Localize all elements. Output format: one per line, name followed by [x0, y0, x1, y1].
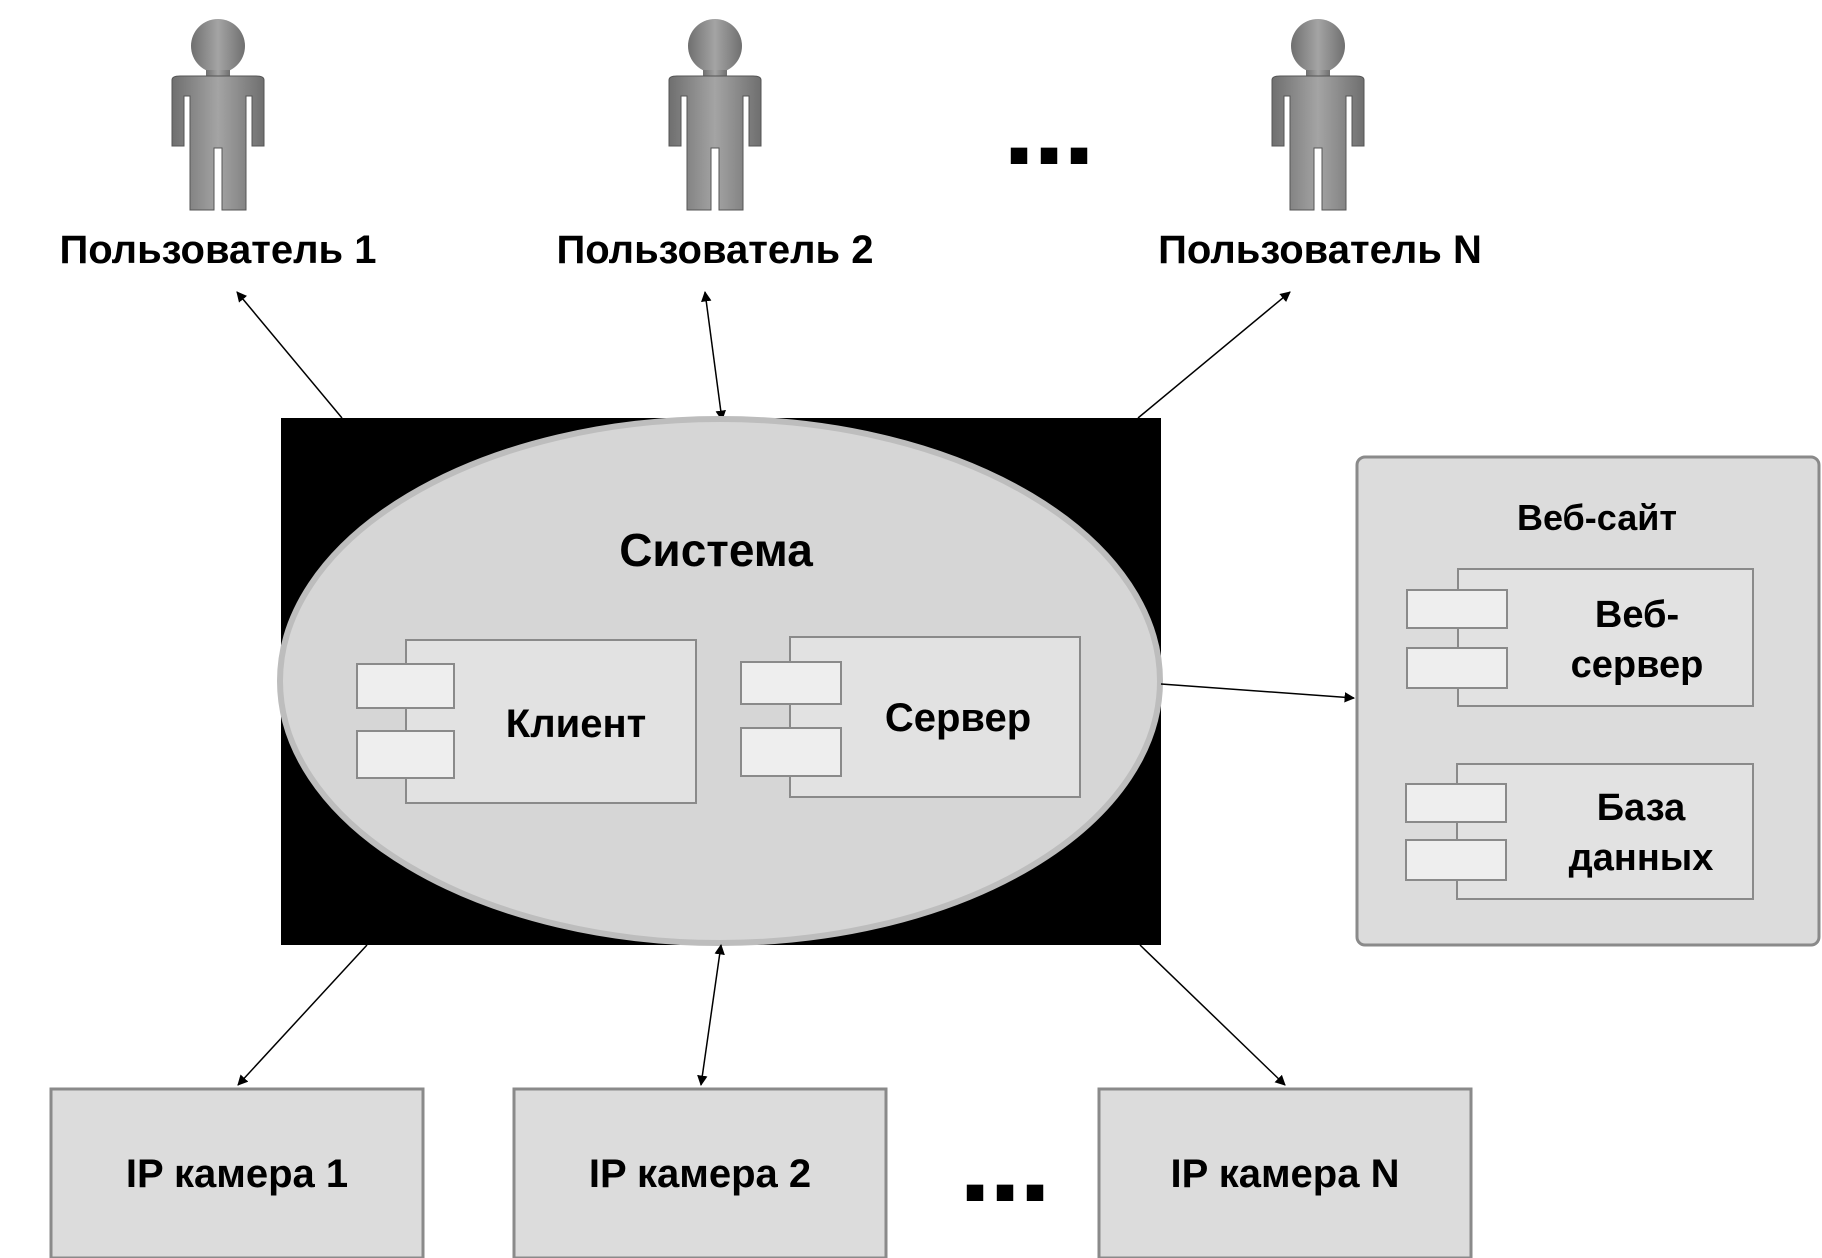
- component-icon: [1405, 839, 1507, 881]
- user-icon: [171, 18, 265, 211]
- web-server-label-line-1: Веб-: [1595, 594, 1679, 636]
- user-n-label: Пользователь N: [1158, 228, 1482, 272]
- user-n: Пользователь N: [1158, 18, 1482, 272]
- component-icon: [356, 730, 455, 779]
- cameras-ellipsis: ■ ■ ■: [965, 1173, 1046, 1211]
- server-label: Сервер: [885, 696, 1031, 740]
- user-2-label: Пользователь 2: [556, 228, 873, 272]
- arrow-system-camera-1: [237, 944, 368, 1086]
- client-label: Клиент: [506, 702, 646, 746]
- database-label-line-1: База: [1597, 787, 1686, 829]
- component-icon: [740, 727, 842, 777]
- arrow-system-camera-2: [697, 943, 725, 1087]
- system-block: Система Клиент Сервер: [277, 416, 1163, 946]
- component-icon: [740, 661, 842, 705]
- arrow-system-user-1: [236, 291, 343, 419]
- arrow-system-user-2: [701, 290, 726, 422]
- website-title: Веб-сайт: [1517, 497, 1677, 538]
- arrow-system-website: [1160, 683, 1356, 703]
- camera-2-label: IP камера 2: [589, 1152, 811, 1196]
- server-component: Сервер: [740, 636, 1081, 798]
- user-icon: [668, 18, 762, 211]
- system-ellipse: [277, 416, 1163, 946]
- user-1-label: Пользователь 1: [59, 228, 376, 272]
- database-label-line-2: данных: [1569, 837, 1714, 879]
- component-icon: [1406, 589, 1508, 629]
- website-block: Веб-сайт Веб- сервер База данных: [1355, 455, 1821, 947]
- web-server-component: Веб- сервер: [1406, 568, 1754, 707]
- component-icon: [1405, 783, 1507, 823]
- web-server-label-line-2: сервер: [1571, 644, 1704, 686]
- camera-n: IP камера N: [1097, 1087, 1473, 1258]
- system-title: Система: [619, 524, 813, 576]
- client-component: Клиент: [356, 639, 697, 804]
- users-ellipsis: ■ ■ ■: [1009, 136, 1090, 174]
- camera-1: IP камера 1: [49, 1087, 425, 1258]
- component-icon: [356, 663, 455, 709]
- user-icon: [1271, 18, 1365, 211]
- arrow-system-camera-n: [1139, 944, 1286, 1086]
- camera-n-label: IP камера N: [1171, 1152, 1400, 1196]
- component-icon: [1406, 647, 1508, 689]
- user-1: Пользователь 1: [59, 18, 377, 272]
- camera-1-label: IP камера 1: [126, 1152, 348, 1196]
- arrow-system-user-n: [1137, 291, 1291, 419]
- database-component: База данных: [1405, 763, 1754, 900]
- camera-2: IP камера 2: [512, 1087, 888, 1258]
- user-2: Пользователь 2: [556, 18, 874, 272]
